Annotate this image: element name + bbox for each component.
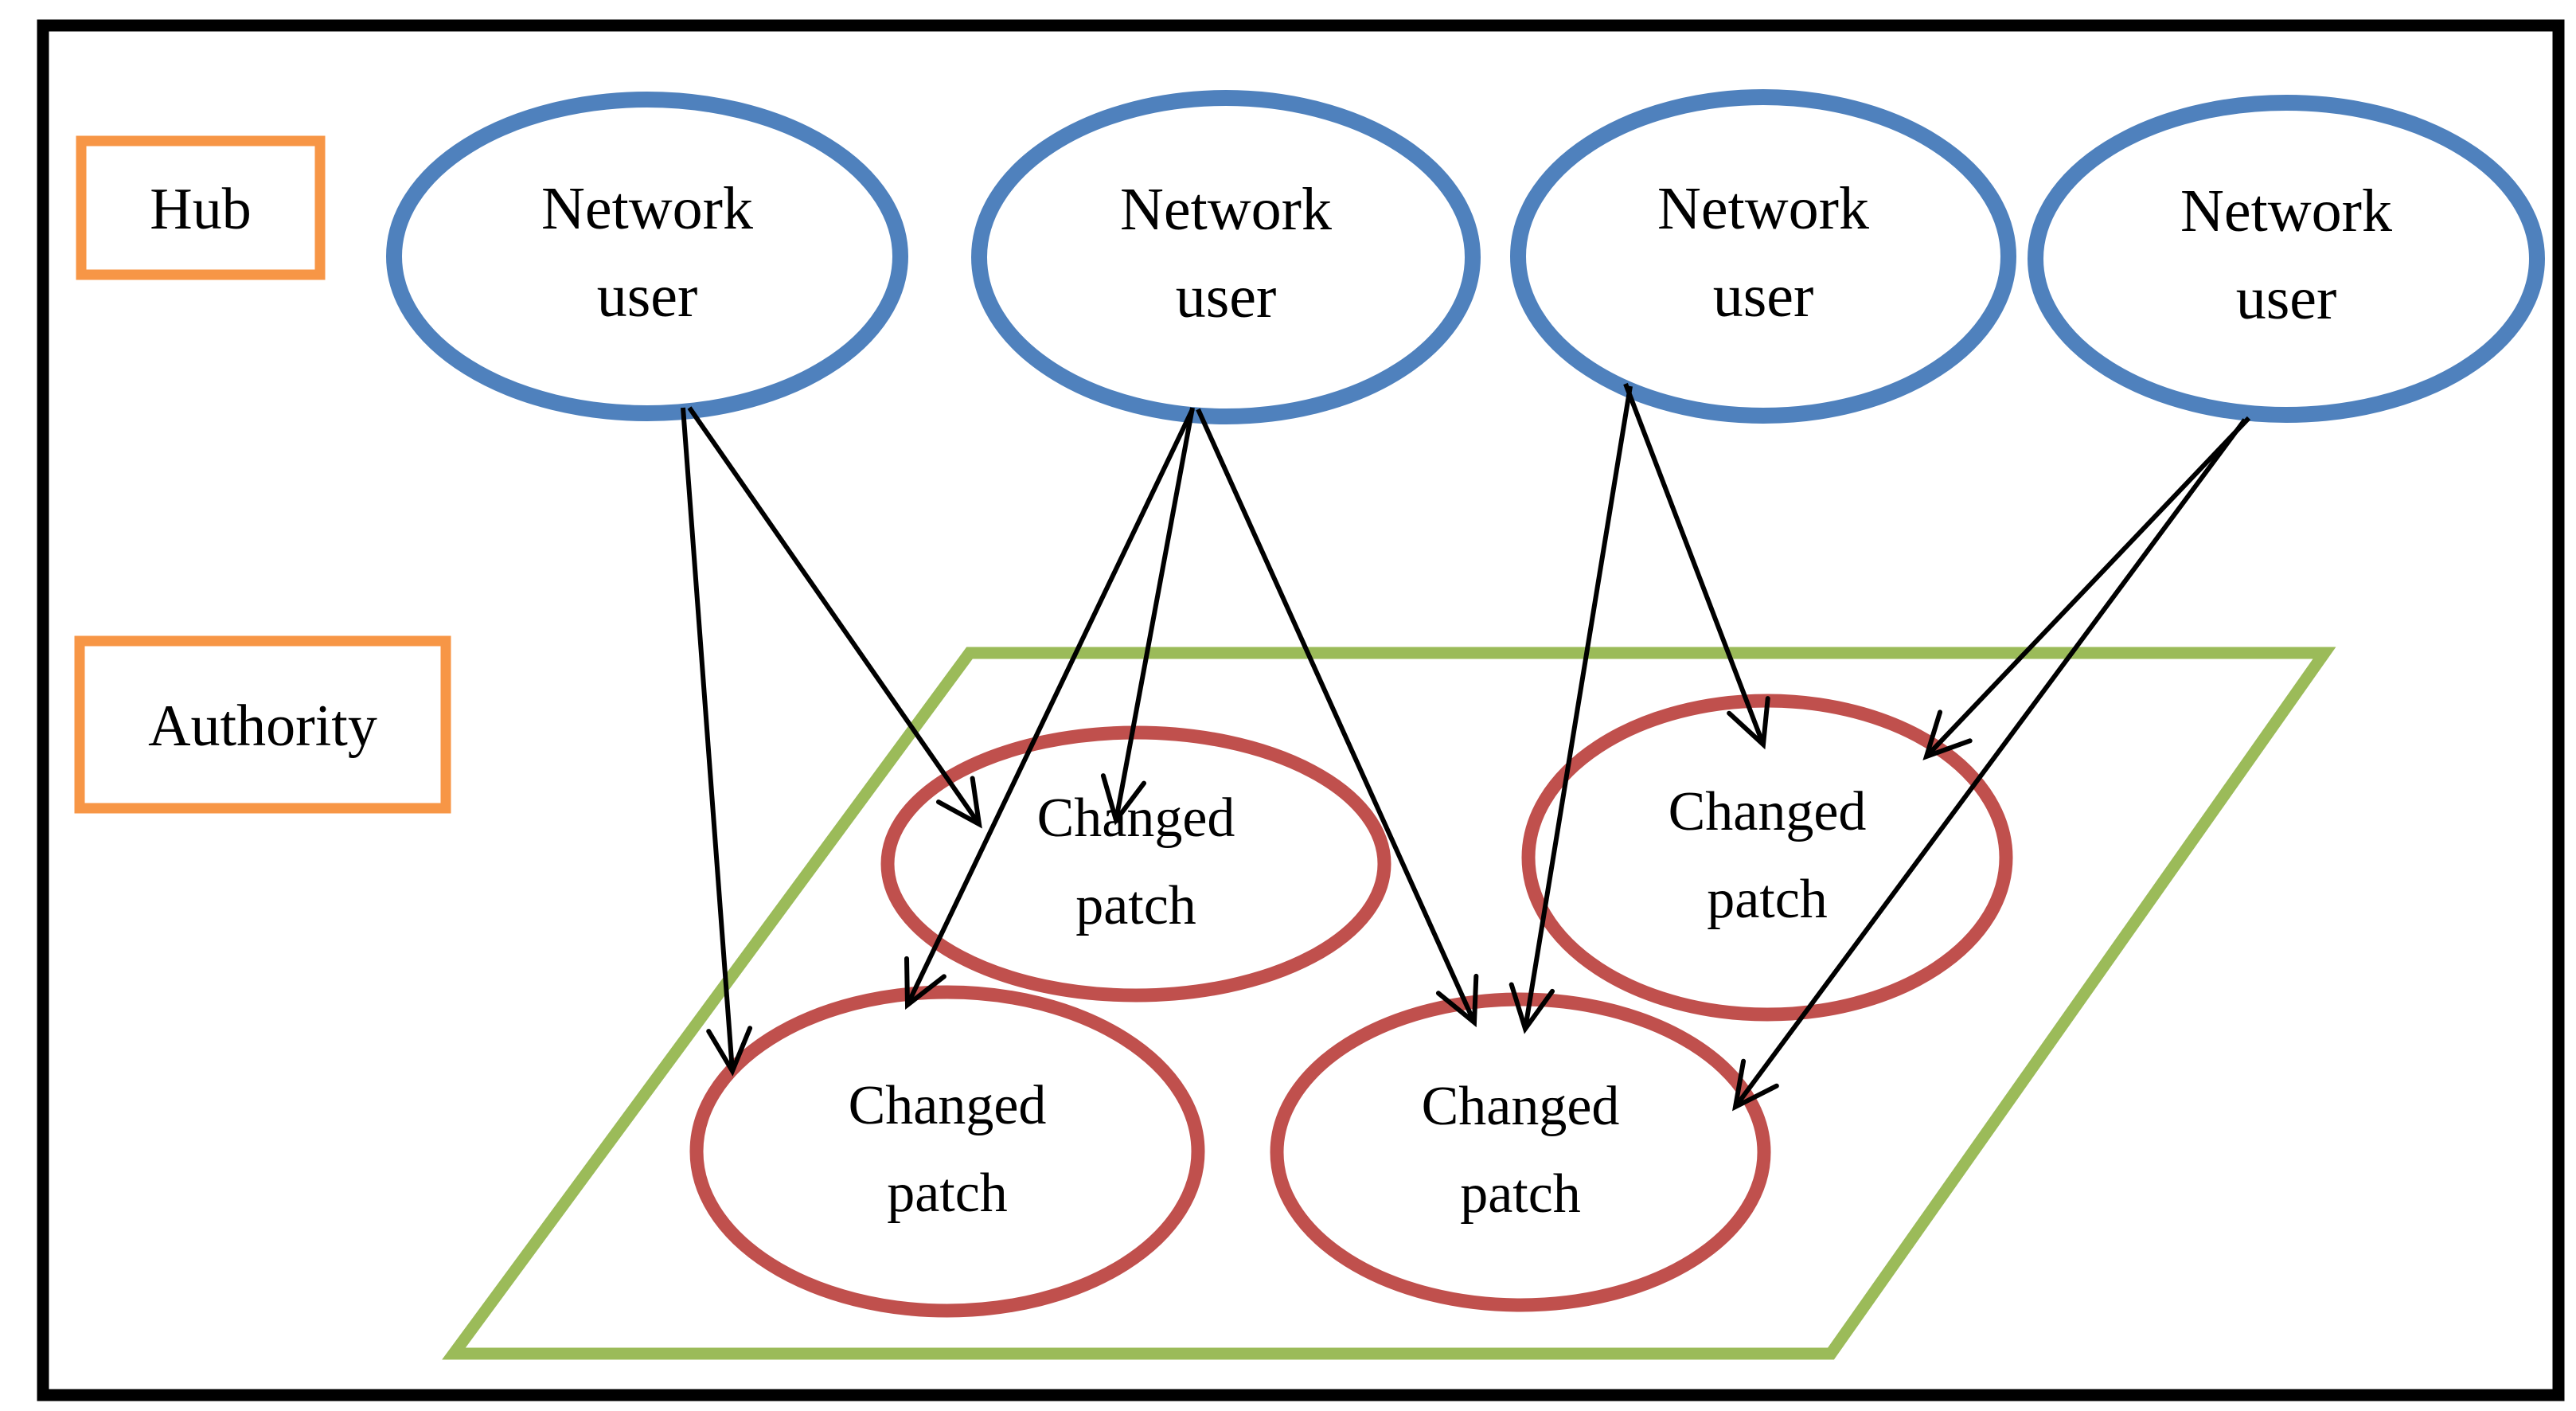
changed-patch-3-label-line2: patch — [887, 1163, 1008, 1224]
network-user-2-ellipse — [971, 90, 1481, 424]
outer-border — [37, 19, 2565, 1401]
user-patch-arrow-2 — [681, 407, 753, 1077]
network-user-3-label-line2: user — [1713, 263, 1814, 330]
hub-label: Hub — [150, 177, 251, 242]
changed-patch-4-label: Changed patch — [1422, 1076, 1620, 1225]
user-patch-arrow-4 — [904, 408, 1195, 1010]
network-user-3-label: Network user — [1657, 175, 1869, 330]
user-patch-arrow-1 — [687, 406, 982, 829]
changed-patch-1-ellipse — [880, 725, 1391, 1003]
hub-box — [76, 135, 326, 280]
changed-patch-1-label-line1: Changed — [1037, 788, 1235, 849]
changed-patch-3-label: Changed patch — [849, 1075, 1047, 1224]
changed-patch-1-label-line2: patch — [1075, 875, 1196, 936]
authority-label: Authority — [148, 694, 377, 759]
authority-plane — [442, 647, 2336, 1360]
network-user-2-label-line2: user — [1176, 264, 1277, 330]
changed-patch-4-label-line1: Changed — [1422, 1076, 1620, 1137]
user-patch-arrow-5 — [1196, 408, 1479, 1028]
changed-patch-3-ellipse — [689, 985, 1205, 1318]
user-patch-arrow-6 — [1623, 382, 1770, 750]
user-patch-arrow-7 — [1509, 385, 1633, 1034]
network-user-2-label: Network user — [1120, 176, 1332, 330]
network-user-4-ellipse — [2028, 95, 2545, 423]
user-patch-arrow-3 — [1100, 407, 1195, 826]
changed-patch-2-label: Changed patch — [1669, 781, 1867, 930]
network-user-1-label: Network user — [541, 175, 753, 330]
changed-patch-2-label-line2: patch — [1707, 869, 1828, 930]
network-user-4-label: Network user — [2180, 178, 2392, 332]
network-user-3-ellipse — [1510, 89, 2016, 424]
network-user-3-label-line1: Network — [1657, 175, 1869, 242]
changed-patch-4-label-line2: patch — [1460, 1163, 1581, 1225]
network-user-1-ellipse — [386, 92, 908, 421]
user-patch-arrow-8 — [1922, 416, 2251, 760]
network-user-4-label-line1: Network — [2180, 178, 2392, 244]
network-user-1-label-line2: user — [597, 263, 698, 330]
changed-patch-2-label-line1: Changed — [1669, 781, 1867, 842]
network-user-1-label-line1: Network — [541, 175, 753, 242]
user-patch-arrow-9 — [1732, 418, 2247, 1112]
network-user-2-label-line1: Network — [1120, 176, 1332, 243]
authority-box — [74, 635, 451, 814]
network-user-4-label-line2: user — [2236, 265, 2337, 332]
changed-patch-3-label-line1: Changed — [849, 1075, 1047, 1136]
